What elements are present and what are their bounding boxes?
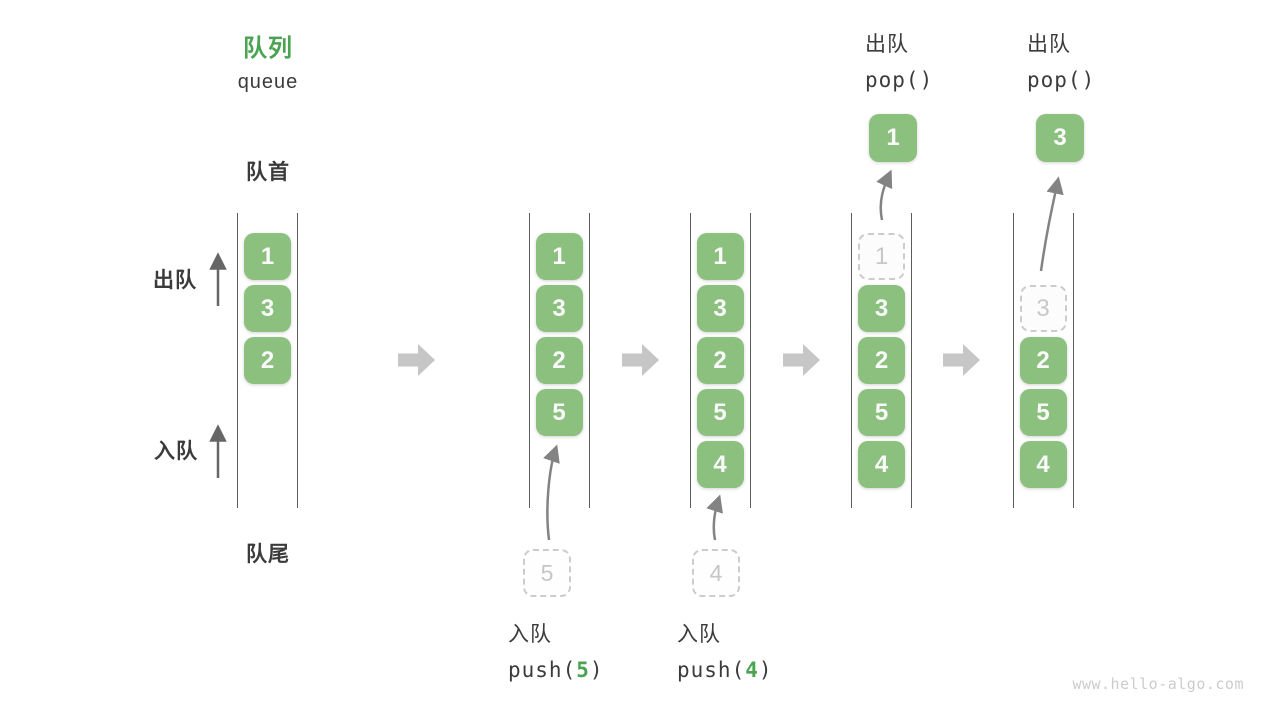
queue-item: 4: [696, 441, 744, 488]
push-arg: 5: [576, 658, 590, 682]
enqueue-op-text: 入队: [508, 623, 552, 646]
enqueue-op-text: 入队: [677, 623, 721, 646]
queue-item: 2: [696, 337, 744, 384]
popped-item: 1: [869, 114, 917, 162]
diagram-subtitle: queue: [237, 71, 299, 93]
step-arrow-icon: [783, 344, 820, 376]
queue-item: 1: [696, 233, 744, 280]
queue-item: 4: [858, 441, 905, 488]
dequeue-op-label: 出队 pop(): [1027, 28, 1095, 92]
queue-item: 2: [858, 337, 905, 384]
pending-item: 5: [523, 549, 571, 597]
push-code: push(4): [677, 658, 773, 682]
queue-item: 3: [696, 285, 744, 332]
queue-front-label: 队首: [246, 161, 290, 184]
step-arrow-icon: [943, 344, 980, 376]
pop-code: pop(): [865, 68, 934, 92]
queue-item: 5: [858, 389, 905, 436]
queue-item: 5: [535, 389, 583, 436]
queue-tube: [1012, 213, 1074, 508]
queue-item: 5: [696, 389, 744, 436]
queue-item: 3: [535, 285, 583, 332]
queue-item: 2: [244, 337, 291, 384]
pending-item: 4: [692, 549, 740, 597]
queue-item: 5: [1019, 389, 1067, 436]
queue-tube: [851, 213, 912, 508]
push-code: push(5): [508, 658, 604, 682]
queue-item: 2: [1019, 337, 1067, 384]
queue-tube: [237, 213, 298, 508]
dequeue-side-label: 出队: [153, 269, 197, 292]
diagram-title: 队列: [243, 35, 293, 62]
queue-item: 3: [858, 285, 905, 332]
queue-tube: [689, 213, 751, 508]
queue-item: 1: [535, 233, 583, 280]
queue-tube: [528, 213, 590, 508]
queue-item: 4: [1019, 441, 1067, 488]
enqueue-op-label: 入队 push(4): [677, 618, 773, 682]
dequeue-op-text: 出队: [1027, 33, 1071, 56]
push-arg: 4: [745, 658, 759, 682]
queue-item: 3: [244, 285, 291, 332]
queue-item-ghost: 3: [1019, 285, 1067, 332]
queue-item-ghost: 1: [858, 233, 905, 280]
watermark: www.hello-algo.com: [1072, 675, 1244, 693]
popped-item: 3: [1036, 114, 1084, 162]
step-arrow-icon: [622, 344, 659, 376]
queue-rear-label: 队尾: [246, 543, 290, 566]
queue-item: 2: [535, 337, 583, 384]
dequeue-op-text: 出队: [865, 33, 909, 56]
dequeue-op-label: 出队 pop(): [865, 28, 933, 92]
enqueue-op-label: 入队 push(5): [508, 618, 604, 682]
queue-item: 1: [244, 233, 291, 280]
step-arrow-icon: [398, 344, 435, 376]
pop-code: pop(): [1027, 68, 1096, 92]
enqueue-side-label: 入队: [154, 440, 198, 463]
